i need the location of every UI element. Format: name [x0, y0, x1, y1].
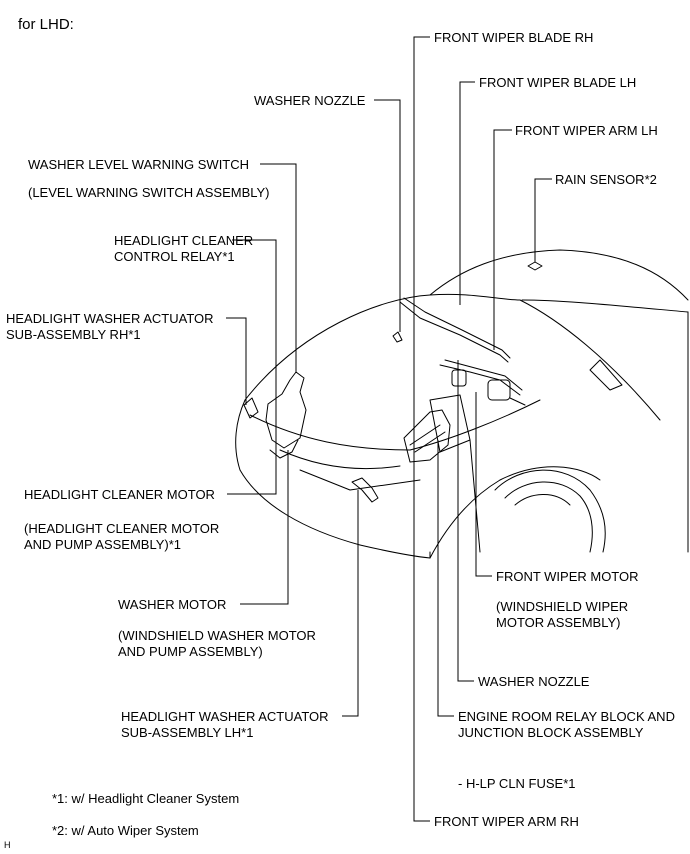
label-washer-level-switch: WASHER LEVEL WARNING SWITCH	[28, 157, 250, 172]
label-washer-level-switch-sub: (LEVEL WARNING SWITCH ASSEMBLY)	[28, 185, 270, 200]
front-wheel	[494, 469, 606, 553]
label-washer-motor-sub-1: (WINDSHIELD WASHER MOTOR	[118, 628, 316, 643]
label-washer-motor: WASHER MOTOR	[118, 597, 227, 612]
label-front-wiper-blade-rh: FRONT WIPER BLADE RH	[434, 30, 594, 45]
leader-hl-cleaner-relay-motor	[227, 239, 277, 495]
label-front-wiper-arm-lh: FRONT WIPER ARM LH	[515, 123, 658, 138]
leader-washer-level-switch	[260, 163, 297, 372]
relay-block	[403, 409, 451, 463]
label-front-wiper-arm-rh: FRONT WIPER ARM RH	[434, 814, 579, 829]
washer-reservoir	[243, 371, 307, 459]
label-washer-nozzle-bottom: WASHER NOZZLE	[478, 674, 590, 689]
label-relay-block-2: JUNCTION BLOCK ASSEMBLY	[458, 725, 644, 740]
leader-hl-washer-rh	[226, 317, 247, 405]
leader-rain-sensor	[534, 178, 552, 262]
label-hl-washer-rh-2: SUB-ASSEMBLY RH*1	[6, 327, 141, 342]
label-hlp-fuse: - H-LP CLN FUSE*1	[458, 776, 576, 791]
wiper-assembly	[399, 297, 526, 406]
washer-nozzle-part	[392, 331, 403, 343]
label-hl-cleaner-relay-1: HEADLIGHT CLEANER	[114, 233, 254, 248]
leader-hl-washer-lh	[342, 490, 359, 717]
rain-sensor-part	[527, 261, 543, 271]
leader-washer-motor	[240, 450, 289, 605]
label-relay-block-1: ENGINE ROOM RELAY BLOCK AND	[458, 709, 675, 724]
label-hl-cleaner-motor-sub-2: AND PUMP ASSEMBLY)*1	[24, 537, 182, 552]
leader-washer-nozzle-top	[374, 99, 401, 332]
footnote-1: *1: w/ Headlight Cleaner System	[52, 791, 240, 806]
label-hl-cleaner-motor: HEADLIGHT CLEANER MOTOR	[24, 487, 215, 502]
label-washer-motor-sub-2: AND PUMP ASSEMBLY)	[118, 644, 263, 659]
leader-front-wiper-arm-lh	[493, 129, 512, 350]
label-hl-washer-lh-1: HEADLIGHT WASHER ACTUATOR	[121, 709, 329, 724]
label-front-wiper-motor-sub-2: MOTOR ASSEMBLY)	[496, 615, 621, 630]
leader-relay-block	[437, 440, 454, 717]
label-rain-sensor: RAIN SENSOR*2	[555, 172, 657, 187]
leader-front-wiper-motor	[475, 392, 492, 577]
label-front-wiper-motor: FRONT WIPER MOTOR	[496, 569, 639, 584]
label-front-wiper-blade-lh: FRONT WIPER BLADE LH	[479, 75, 637, 90]
header-lhd: for LHD:	[18, 16, 74, 33]
label-hl-washer-lh-2: SUB-ASSEMBLY LH*1	[121, 725, 254, 740]
leader-front-wiper-blade-rh-arm-rh	[413, 36, 430, 822]
leader-front-wiper-blade-lh	[459, 81, 475, 305]
label-hl-cleaner-motor-sub-1: (HEADLIGHT CLEANER MOTOR	[24, 521, 220, 536]
label-washer-nozzle-top: WASHER NOZZLE	[254, 93, 366, 108]
figure-code: H	[4, 840, 11, 850]
label-hl-cleaner-relay-2: CONTROL RELAY*1	[114, 249, 235, 264]
label-hl-washer-rh-1: HEADLIGHT WASHER ACTUATOR	[6, 311, 214, 326]
footnote-2: *2: w/ Auto Wiper System	[52, 823, 199, 838]
leader-washer-nozzle-bottom	[457, 360, 474, 682]
headlight-washer-lh	[351, 477, 379, 503]
label-front-wiper-motor-sub-1: (WINDSHIELD WIPER	[496, 599, 629, 614]
